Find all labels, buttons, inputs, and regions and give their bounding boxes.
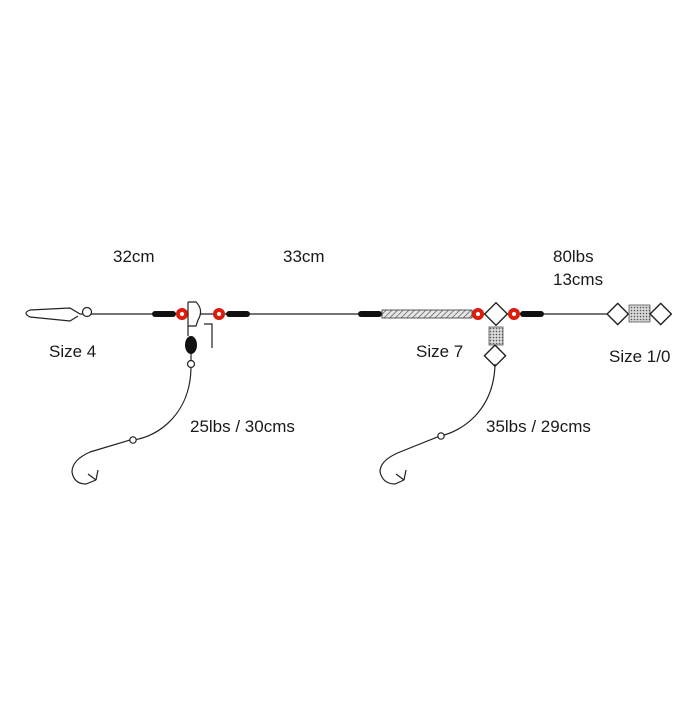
bait-clip bbox=[25, 306, 93, 322]
label-snood-right: 35lbs / 29cms bbox=[486, 417, 591, 436]
swivel-eye bbox=[483, 344, 507, 368]
crimp-sleeve bbox=[152, 311, 176, 317]
crimp-sleeve bbox=[358, 311, 382, 317]
snood-line-right bbox=[379, 363, 496, 485]
label-main-left-length: 32cm bbox=[113, 247, 155, 266]
label-snood-left: 25lbs / 30cms bbox=[190, 417, 295, 436]
swivel-eye bbox=[606, 302, 630, 326]
snood-connector bbox=[187, 301, 213, 348]
label-hook-mid-size: Size 7 bbox=[416, 342, 464, 361]
bead-red bbox=[508, 308, 520, 320]
hook-barb bbox=[87, 469, 99, 481]
label-hook-left-size: Size 4 bbox=[49, 342, 97, 361]
snood-ring bbox=[186, 359, 196, 369]
bead-red bbox=[213, 308, 225, 320]
snood-line-left bbox=[71, 367, 192, 485]
swivel-eye bbox=[649, 302, 673, 326]
swivel-body bbox=[628, 304, 651, 323]
bead-red bbox=[472, 308, 484, 320]
crimp-sleeve bbox=[520, 311, 544, 317]
crimp-sleeve bbox=[226, 311, 250, 317]
label-main-right-breaking-strain: 80lbs bbox=[553, 247, 594, 266]
label-main-mid-length: 33cm bbox=[283, 247, 325, 266]
bead-red bbox=[176, 308, 188, 320]
swivel-black bbox=[185, 336, 197, 354]
rolling-swivel bbox=[483, 301, 509, 327]
label-swivel-right-size: Size 1/0 bbox=[609, 347, 671, 366]
hook-barb bbox=[395, 469, 407, 481]
snood-stop bbox=[437, 432, 445, 440]
swivel-body bbox=[488, 326, 504, 346]
snood-stop bbox=[129, 436, 137, 444]
label-main-right-length: 13cms bbox=[553, 270, 604, 289]
crimp-tube bbox=[381, 309, 473, 319]
